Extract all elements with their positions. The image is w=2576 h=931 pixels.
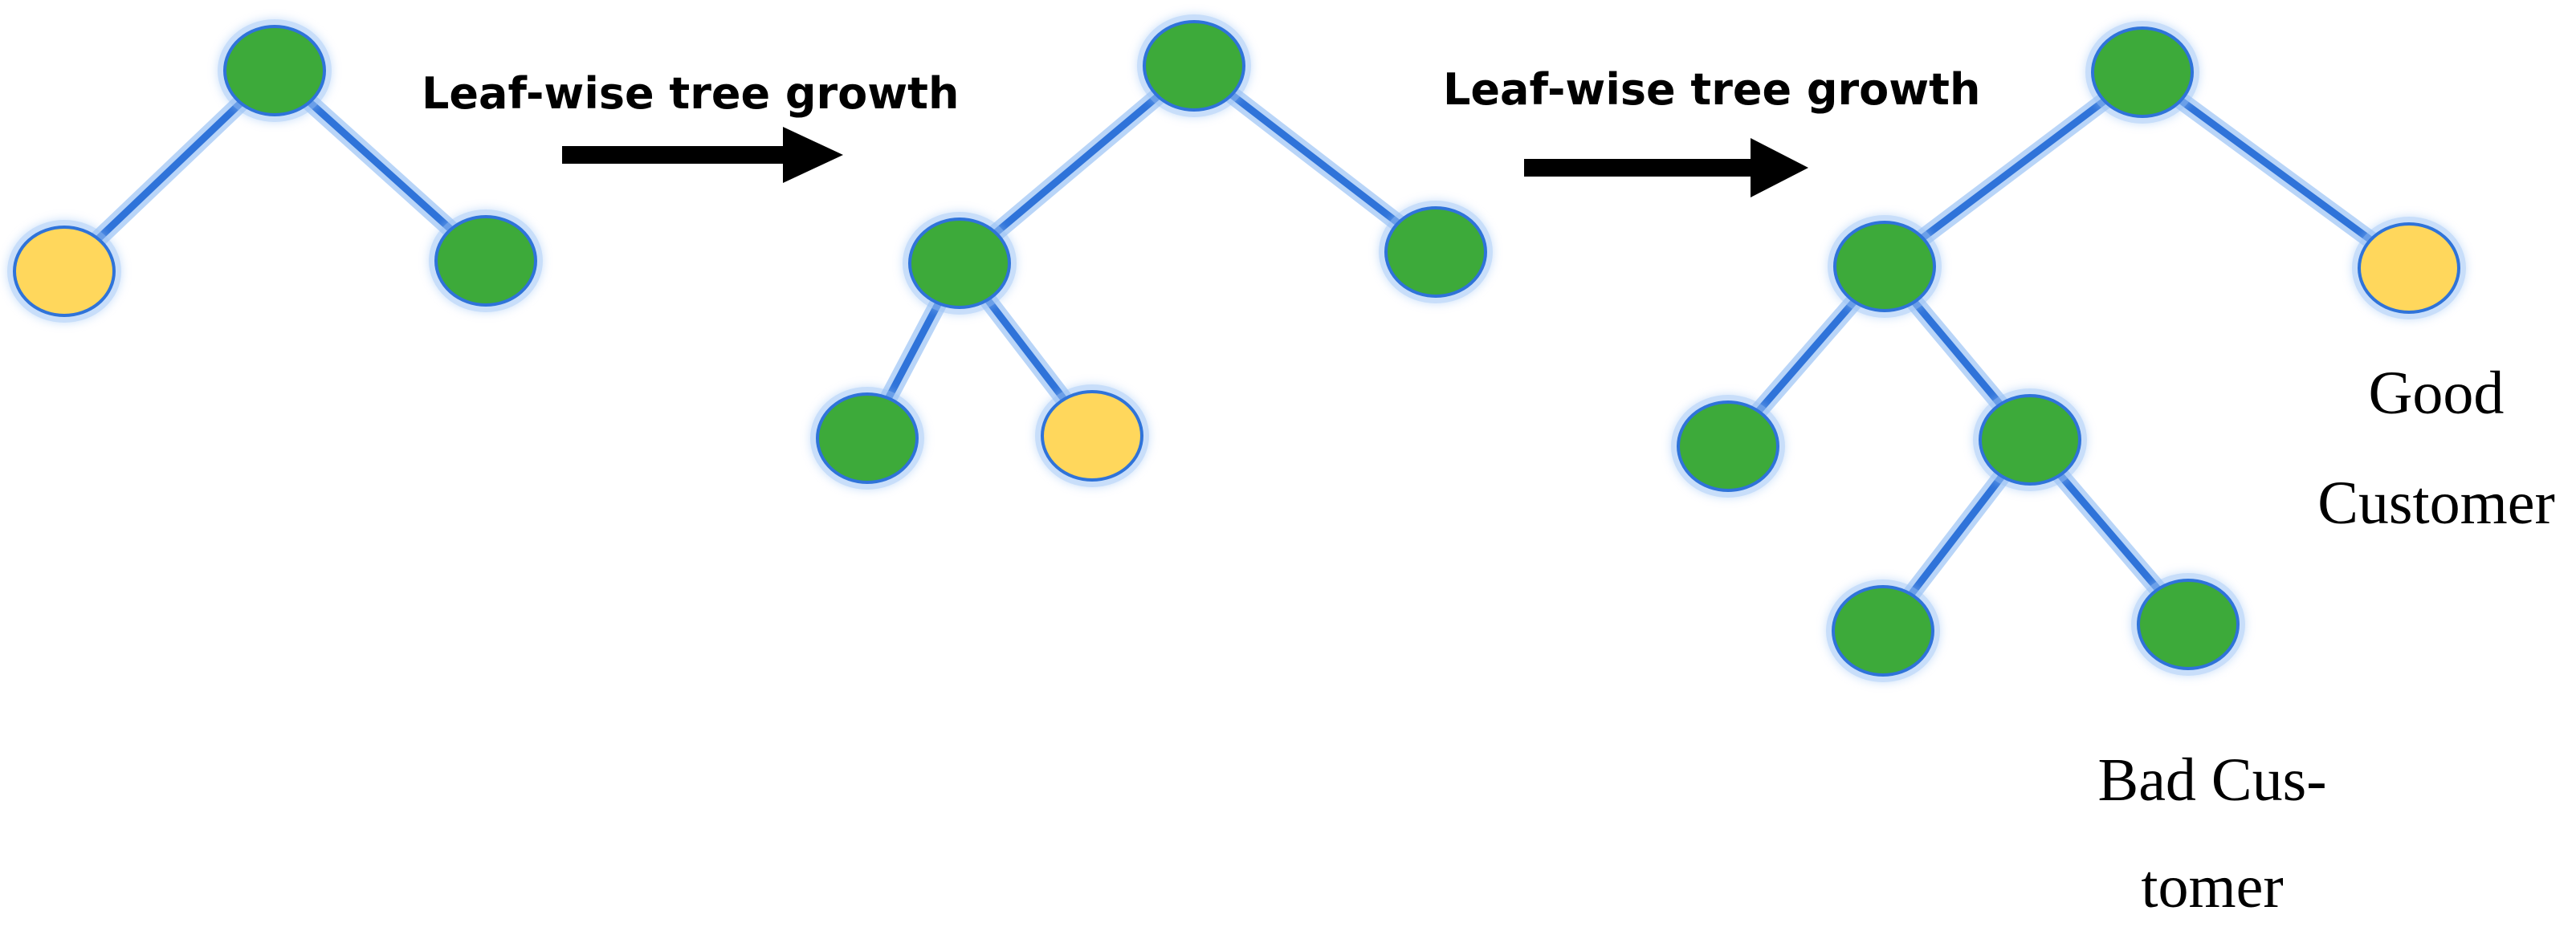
growth-arrow-1-label: Leaf-wise tree growth — [422, 68, 959, 119]
tree-2 — [810, 14, 1493, 490]
trees-layer — [7, 14, 2466, 682]
good-customer-line-1: Good — [2369, 360, 2505, 427]
good-customer-annotation: Good Customer — [2317, 360, 2555, 537]
tree-node-left-left-green — [816, 392, 919, 484]
bad-customer-line-2: tomer — [2141, 853, 2283, 921]
tree-3 — [1671, 21, 2466, 682]
tree-node-left-right-left-green — [1832, 585, 1934, 677]
tree-node-left-right-green — [1979, 394, 2081, 486]
good-customer-line-2: Customer — [2317, 470, 2555, 537]
tree-node-right-green — [1384, 206, 1487, 298]
right-arrow-icon — [1524, 138, 1808, 197]
tree-node-left-green — [908, 218, 1011, 309]
tree-node-root-green — [223, 25, 326, 116]
tree-node-root-green — [2091, 26, 2194, 118]
tree-node-root-green — [1143, 20, 1245, 112]
tree-1 — [7, 19, 543, 323]
tree-node-right-green — [434, 215, 537, 307]
tree-node-left-left-green — [1677, 400, 1779, 492]
tree-node-left-right-yellow — [1041, 390, 1143, 482]
tree-node-left-green — [1833, 221, 1936, 312]
growth-arrow-2: Leaf-wise tree growth — [1443, 64, 1980, 197]
growth-arrow-1: Leaf-wise tree growth — [422, 68, 959, 183]
growth-arrow-2-label: Leaf-wise tree growth — [1443, 64, 1980, 115]
tree-node-left-yellow — [13, 226, 116, 317]
right-arrow-icon — [562, 127, 843, 183]
bad-customer-line-1: Bad Cus- — [2098, 746, 2327, 814]
bad-customer-annotation: Bad Cus- tomer — [2098, 746, 2327, 921]
tree-edge-root-right — [2138, 68, 2413, 272]
tree-node-right-yellow — [2358, 222, 2460, 314]
tree-node-left-right-right-green — [2137, 579, 2240, 670]
